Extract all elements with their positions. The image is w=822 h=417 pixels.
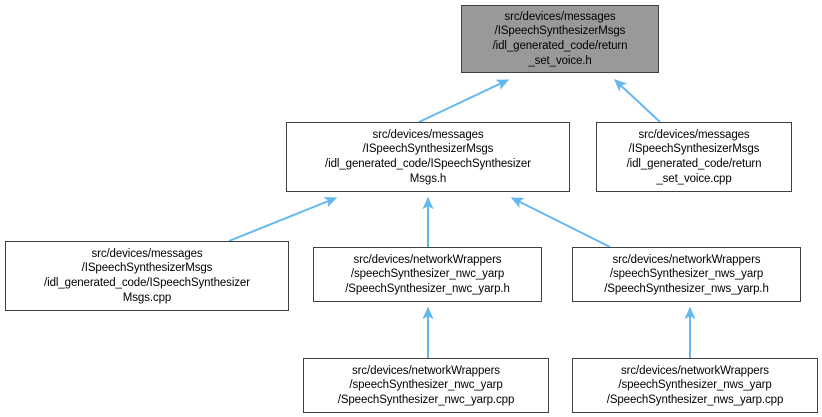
edge-speechsynthesizer_nws_yarp_h-to-ispeechsynthesizermsgs_h bbox=[510, 197, 611, 248]
node-ispeechsynthesizermsgs-cpp[interactable]: src/devices/messages /ISpeechSynthesizer… bbox=[5, 241, 289, 311]
edge-ispeechsynthesizermsgs_cpp-to-ispeechsynthesizermsgs_h bbox=[228, 196, 338, 242]
node-label: src/devices/messages /ISpeechSynthesizer… bbox=[626, 128, 762, 185]
node-label: src/devices/messages /ISpeechSynthesizer… bbox=[44, 247, 250, 304]
edge-return_set_voice_cpp-to-return_set_voice_h bbox=[614, 79, 661, 123]
node-ispeechsynthesizermsgs-h[interactable]: src/devices/messages /ISpeechSynthesizer… bbox=[286, 122, 570, 192]
node-label: src/devices/networkWrappers /speechSynth… bbox=[345, 253, 510, 295]
node-speechsynthesizer-nwc-yarp-h[interactable]: src/devices/networkWrappers /speechSynth… bbox=[313, 247, 542, 302]
node-speechsynthesizer-nwc-yarp-cpp[interactable]: src/devices/networkWrappers /speechSynth… bbox=[303, 358, 549, 413]
node-speechsynthesizer-nws-yarp-cpp[interactable]: src/devices/networkWrappers /speechSynth… bbox=[572, 358, 818, 413]
node-return-set-voice-cpp[interactable]: src/devices/messages /ISpeechSynthesizer… bbox=[596, 122, 792, 192]
node-label: src/devices/networkWrappers /speechSynth… bbox=[606, 364, 784, 406]
node-label: src/devices/messages /ISpeechSynthesizer… bbox=[325, 128, 531, 185]
node-speechsynthesizer-nws-yarp-h[interactable]: src/devices/networkWrappers /speechSynth… bbox=[572, 247, 801, 302]
node-label: src/devices/networkWrappers /speechSynth… bbox=[604, 253, 769, 295]
edge-ispeechsynthesizermsgs_h-to-return_set_voice_h bbox=[418, 79, 510, 123]
node-return-set-voice-h[interactable]: src/devices/messages /ISpeechSynthesizer… bbox=[461, 5, 659, 73]
node-label: src/devices/networkWrappers /speechSynth… bbox=[337, 364, 515, 406]
node-label: src/devices/messages /ISpeechSynthesizer… bbox=[492, 10, 628, 67]
